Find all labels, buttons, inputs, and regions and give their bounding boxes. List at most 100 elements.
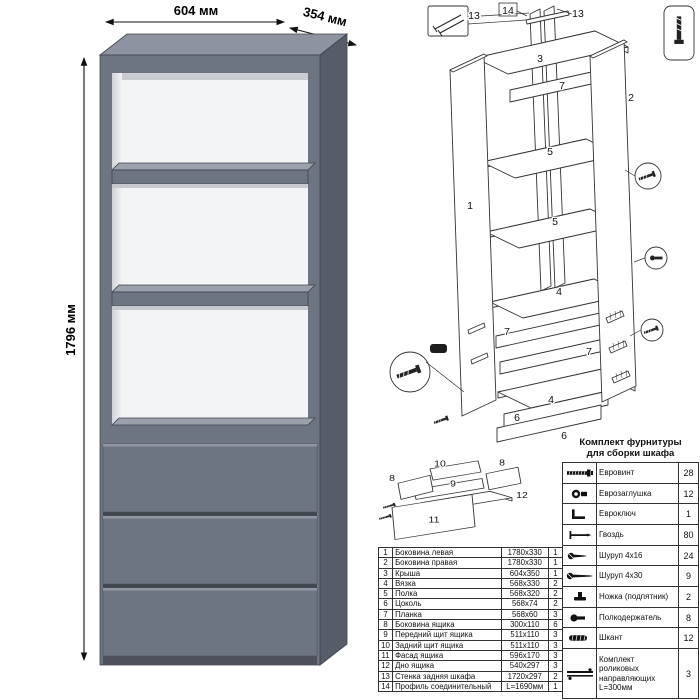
screw-icon (378, 513, 393, 521)
part-number-label: 12 (516, 491, 528, 501)
parts-cell-size: 604x350 (500, 567, 549, 579)
parts-cell-qty: 2 (547, 577, 564, 590)
height-dimension-label: 1796 мм (63, 304, 78, 356)
part-number-label: 13 (468, 10, 480, 22)
nail-icon (562, 524, 597, 546)
part-number-label: 7 (559, 80, 565, 92)
top-panel-top (474, 30, 629, 75)
parts-cell-name: Вязка (392, 577, 502, 590)
hardware-item-qty: 8 (678, 606, 699, 629)
parts-cell-num: 14 (377, 680, 394, 693)
hardware-title: Комплект фурнитуры для сборки шкафа (562, 437, 699, 459)
shelf-pin-icon (650, 255, 663, 261)
parts-cell-name: Задний щит ящика (392, 639, 502, 651)
plinth (496, 404, 602, 443)
parts-cell-size: 511x110 (500, 629, 549, 641)
plinth (503, 390, 609, 429)
parts-cell-size: 540x297 (500, 660, 549, 672)
interior-top-shadow (112, 73, 308, 80)
parts-cell-qty: 3 (547, 649, 564, 662)
drawer-part-labels: 10 8 9 8 11 12 (388, 457, 529, 526)
part-number-label: 5 (547, 146, 553, 158)
hardware-item-name: Полкодержатель (596, 606, 679, 629)
hardware-item-qty: 2 (678, 586, 699, 608)
depth-dimension-label: 354 мм (302, 4, 349, 29)
euro-screw-icon (673, 15, 685, 45)
drawer-front-1 (102, 443, 318, 513)
foot-icon (562, 586, 597, 608)
cabinet-side-panel (319, 33, 348, 666)
screw-30-icon (562, 565, 597, 588)
screw-16-icon (562, 544, 597, 567)
parts-cell-num: 8 (377, 619, 394, 631)
parts-cell-name: Полка (392, 588, 502, 600)
part-number-label: 4 (556, 286, 562, 298)
parts-cell-size: 596x170 (500, 649, 549, 662)
label-14-box (498, 2, 518, 17)
hardware-item-name: Шуруп 4x16 (596, 544, 679, 567)
parts-cell-size: 1720x297 (500, 670, 549, 682)
screw-detail-box (663, 5, 695, 61)
parts-cell-num: 3 (377, 567, 394, 579)
rail-icon (562, 648, 597, 699)
parts-cell-num: 7 (377, 608, 394, 621)
part-number-label: 2 (628, 92, 634, 104)
part-number-label: 14 (502, 5, 514, 17)
parts-cell-num: 13 (377, 670, 394, 682)
parts-cell-qty: 1 (547, 557, 564, 569)
parts-cell-qty: 2 (547, 598, 564, 610)
euro-screw-icon (395, 364, 422, 382)
hardware-title-line1: Комплект фурнитуры (579, 437, 682, 448)
parts-cell-size: 1780x330 (500, 557, 549, 569)
hardware-item-qty: 3 (678, 648, 699, 699)
drawer-side-right (485, 466, 522, 491)
parts-cell-num: 12 (377, 660, 394, 672)
cabinet-render (98, 33, 349, 666)
parts-cell-qty: 1 (547, 680, 564, 693)
right-side-panel-edge (589, 39, 628, 59)
interior-left-shadow (112, 73, 122, 425)
confirmat-detail-circle (389, 351, 431, 393)
parts-cell-num: 9 (377, 629, 394, 641)
part-number-label: 10 (434, 459, 446, 469)
parts-cell-size: 568x330 (500, 577, 549, 590)
product-render: 604 мм 354 мм 1796 мм (63, 3, 358, 666)
nail-icon (432, 14, 465, 37)
euro-screw-icon (432, 415, 450, 426)
parts-cell-size: 568x60 (500, 608, 549, 621)
part-number-label: 7 (586, 346, 592, 358)
hardware-item-name: Евроключ (596, 503, 679, 526)
hardware-item-qty: 12 (678, 627, 699, 650)
euro-screw-icon (637, 170, 657, 183)
parts-cell-qty: 3 (547, 660, 564, 672)
hardware-item-name: Комплект роликовых направляющих L=300мм (596, 648, 679, 699)
connecting-profile (525, 10, 570, 25)
part-number-label: 3 (537, 53, 543, 65)
parts-cell-qty: 6 (547, 619, 564, 631)
shelf-board-2 (111, 284, 316, 310)
parts-cell-name: Стенка задняя шкафа (392, 670, 502, 682)
drawer-exploded-diagram: 10 8 9 8 11 12 (378, 457, 529, 540)
cabinet-interior-back (112, 73, 308, 425)
width-dimension-label: 604 мм (174, 3, 219, 18)
parts-cell-num: 6 (377, 598, 394, 610)
hardware-item-qty: 1 (678, 503, 699, 526)
hardware-row: Ножка (подпятник)2 (562, 586, 699, 608)
parts-cell-qty: 1 (547, 567, 564, 579)
hardware-item-name: Ножка (подпятник) (596, 586, 679, 608)
euro-screw-icon (562, 462, 597, 484)
